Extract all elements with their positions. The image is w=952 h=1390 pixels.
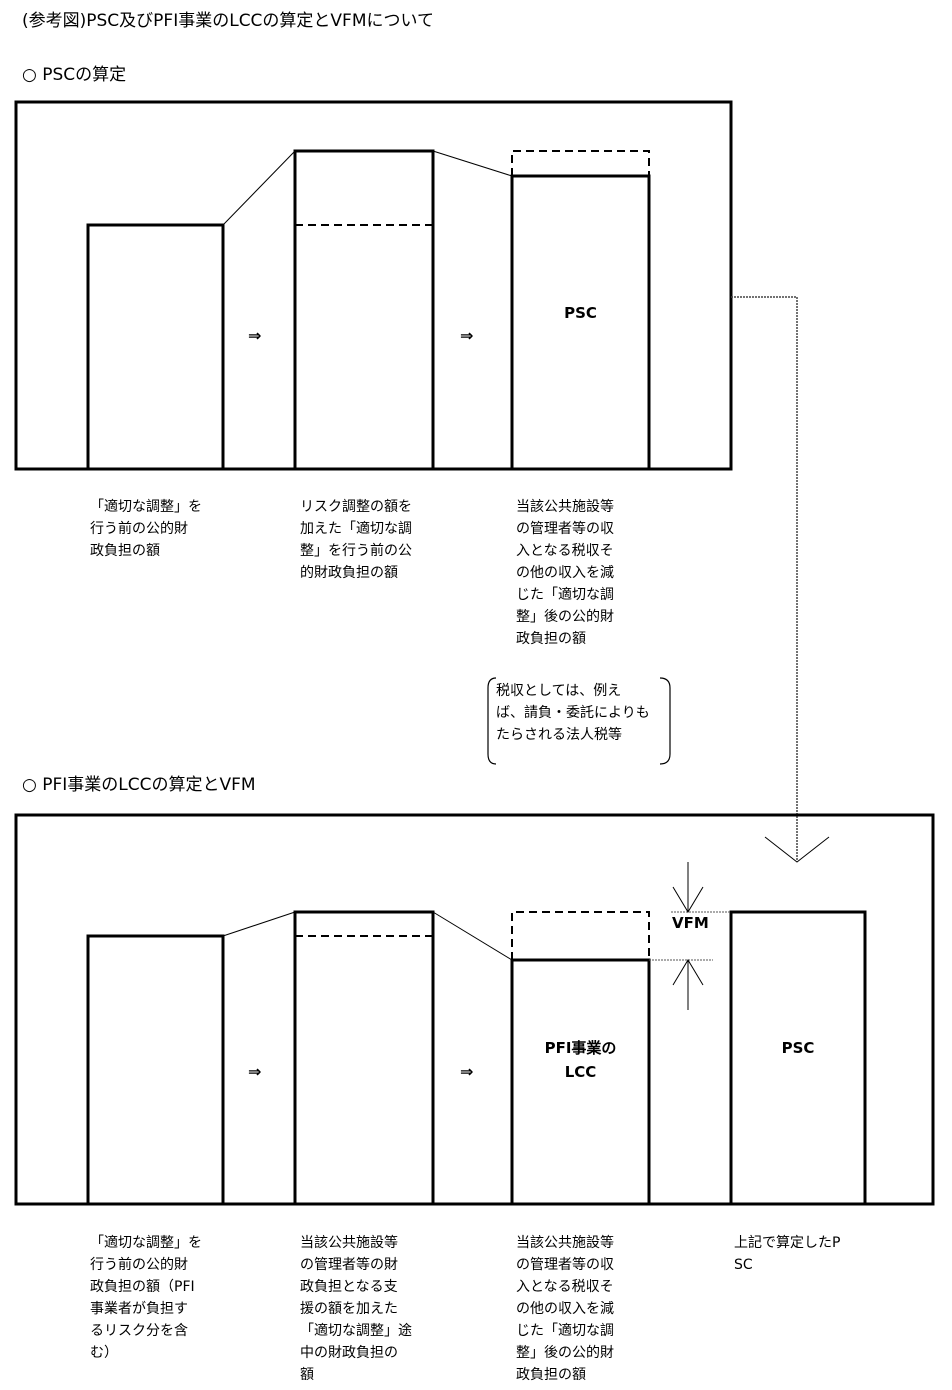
psc-caption-2: リスク調整の額を 加えた「適切な調 整」を行う前の公 的財政負担の額 (300, 499, 412, 581)
psc-bar-psc (510, 174, 651, 471)
vfm-top-arrow-head (672, 886, 704, 913)
lcc-caption-3: 当該公共施設等 の管理者等の収 入となる税収そ の他の収入を減 じた「適切な調 … (516, 1235, 614, 1383)
psc-bar-before-adjustment (86, 223, 225, 471)
lcc-step-arrow-1: ⇒ (248, 1062, 262, 1081)
pfi-lcc-bar-label: PFI事業の LCC (544, 1039, 617, 1081)
lcc-bar-pfi-lcc (510, 958, 651, 1206)
lcc-step-arrow-2: ⇒ (460, 1062, 474, 1081)
psc-step-arrow-2: ⇒ (460, 326, 474, 345)
lcc-psc-bar-label: PSC (781, 1039, 815, 1057)
psc-flow-line (731, 296, 798, 860)
lcc-bar-support-added (293, 910, 435, 1206)
psc-heading: ○ PSCの算定 (22, 65, 127, 85)
psc-flow-arrowhead (764, 836, 830, 863)
lcc-connector-2 (432, 911, 513, 961)
lcc-connector-1 (222, 911, 296, 937)
vfm-label: VFM (672, 914, 709, 932)
psc-bar-psc-dashed-top (511, 150, 650, 176)
psc-bar-label: PSC (564, 304, 597, 322)
lcc-bar-pfi-dashed-top (511, 911, 650, 960)
psc-connector-2 (432, 150, 513, 177)
psc-caption-1: 「適切な調整」を 行う前の公的財 政負担の額 (90, 499, 202, 559)
tax-revenue-note: 税収としては、例え ば、請負・委託によりも たらされる法人税等 (496, 683, 650, 743)
lcc-bar-before-adjustment (86, 934, 225, 1206)
note-bracket-right (659, 677, 671, 765)
lcc-bar-psc (729, 910, 867, 1206)
lcc-caption-4: 上記で算定したP SC (734, 1235, 841, 1273)
page-title: (参考図)PSC及びPFI事業のLCCの算定とVFMについて (22, 11, 434, 31)
lcc-caption-1: 「適切な調整」を 行う前の公的財 政負担の額（PFI 事業者が負担す るリスク分… (90, 1235, 202, 1361)
psc-caption-3: 当該公共施設等 の管理者等の収 入となる税収そ の他の収入を減 じた「適切な調 … (516, 499, 614, 647)
note-bracket-left (487, 677, 497, 765)
psc-frame (14, 100, 733, 471)
psc-connector-1 (222, 150, 296, 226)
lcc-frame (14, 813, 935, 1206)
psc-bar-risk-adjusted (293, 149, 435, 471)
psc-step-arrow-1: ⇒ (248, 326, 262, 345)
lcc-heading: ○ PFI事業のLCCの算定とVFM (22, 775, 256, 795)
vfm-bottom-arrow-head (672, 959, 704, 986)
lcc-caption-2: 当該公共施設等 の管理者等の財 政負担となる支 援の額を加えた 「適切な調整」途… (300, 1235, 412, 1383)
